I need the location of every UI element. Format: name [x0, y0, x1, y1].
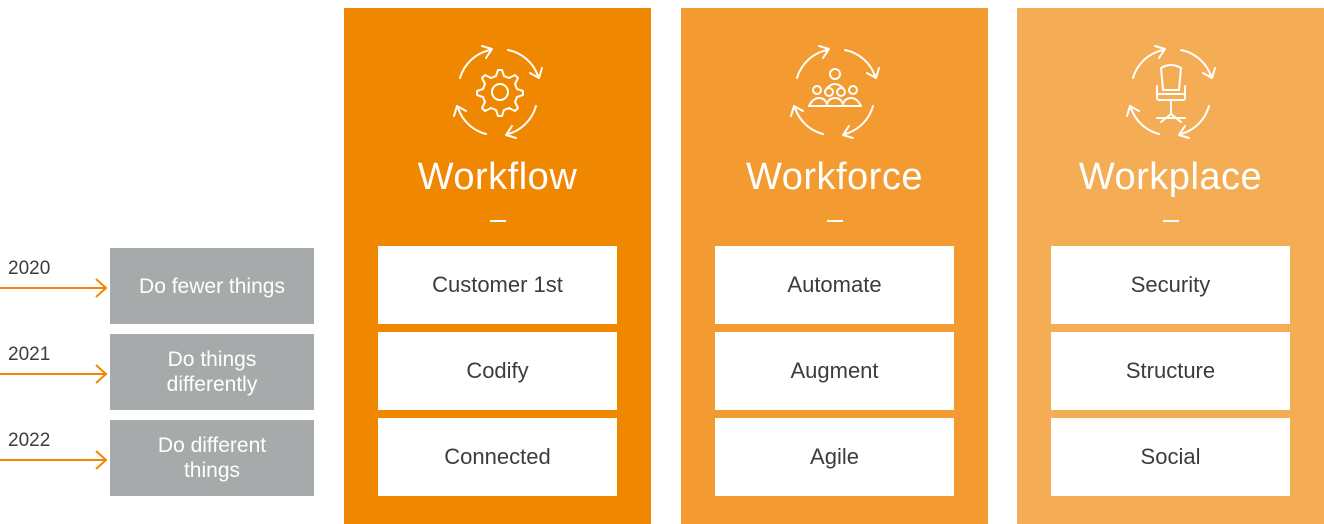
- column-workplace: Workplace Security Structure Social: [1017, 8, 1324, 524]
- timeline-box-2020: Do fewer things: [110, 248, 314, 324]
- timeline-box-2021: Do things differently: [110, 334, 314, 410]
- list-item: Customer 1st: [378, 246, 617, 324]
- gear-cycle-icon: [452, 45, 543, 139]
- list-item: Codify: [378, 332, 617, 410]
- column-title: Workflow: [417, 156, 578, 198]
- list-item: Social: [1051, 418, 1290, 496]
- list-item: Automate: [715, 246, 954, 324]
- timeline-box-label: Do different things: [157, 434, 267, 482]
- list-item: Augment: [715, 332, 954, 410]
- list-item: Agile: [715, 418, 954, 496]
- timeline-box-label: Do fewer things: [139, 274, 285, 298]
- title-dash: [489, 220, 506, 222]
- arrow-right-icon: [0, 364, 108, 384]
- title-dash: [826, 220, 843, 222]
- year-2020-label: 2020: [8, 258, 51, 279]
- list-item: Security: [1051, 246, 1290, 324]
- year-2022-label: 2022: [8, 430, 51, 451]
- column-workforce: Workforce Automate Augment Agile: [681, 8, 988, 524]
- arrow-right-icon: [0, 450, 108, 470]
- team-cycle-icon: [789, 45, 880, 139]
- column-workflow: Workflow Customer 1st Codify Connected: [344, 8, 651, 524]
- list-item: Connected: [378, 418, 617, 496]
- arrow-right-icon: [0, 278, 108, 298]
- column-title: Workplace: [1078, 156, 1263, 198]
- title-dash: [1162, 220, 1179, 222]
- timeline-box-label: Do things differently: [166, 348, 258, 396]
- list-item: Structure: [1051, 332, 1290, 410]
- timeline-box-2022: Do different things: [110, 420, 314, 496]
- year-2021-label: 2021: [8, 344, 51, 365]
- column-title: Workforce: [746, 156, 923, 198]
- office-chair-cycle-icon: [1125, 45, 1216, 139]
